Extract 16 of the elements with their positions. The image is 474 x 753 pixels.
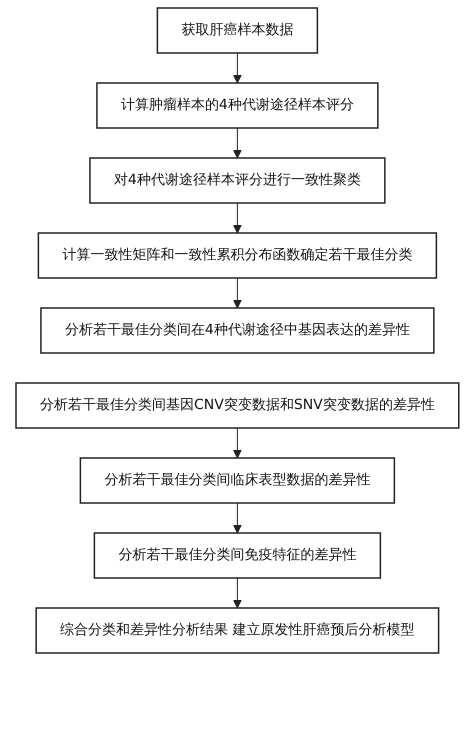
node-box: 计算一致性矩阵和一致性累积分布函数确定若干最佳分类 <box>37 232 437 279</box>
node-box: 计算肿瘤样本的4种代谢途径样本评分 <box>96 82 378 129</box>
node-box: 综合分类和差异性分析结果 建立原发性肝癌预后分析模型 <box>35 607 439 654</box>
node-box: 分析若干最佳分类间基因CNV突变数据和SNV突变数据的差异性 <box>14 382 460 429</box>
arrow <box>232 278 242 308</box>
node-box: 获取肝癌样本数据 <box>156 7 318 54</box>
node-box: 对4种代谢途径样本评分进行一致性聚类 <box>88 157 386 204</box>
node-box: 分析若干最佳分类间临床表型数据的差异性 <box>79 457 395 504</box>
arrow <box>232 202 242 234</box>
arrow <box>232 502 242 534</box>
node-box: 分析若干最佳分类间免疫特征的差异性 <box>93 532 381 579</box>
arrow <box>232 52 242 84</box>
node-box: 分析若干最佳分类间在4种代谢途径中基因表达的差异性 <box>40 307 434 354</box>
arrow <box>232 578 242 608</box>
arrow <box>232 428 242 458</box>
arrow <box>232 128 242 158</box>
